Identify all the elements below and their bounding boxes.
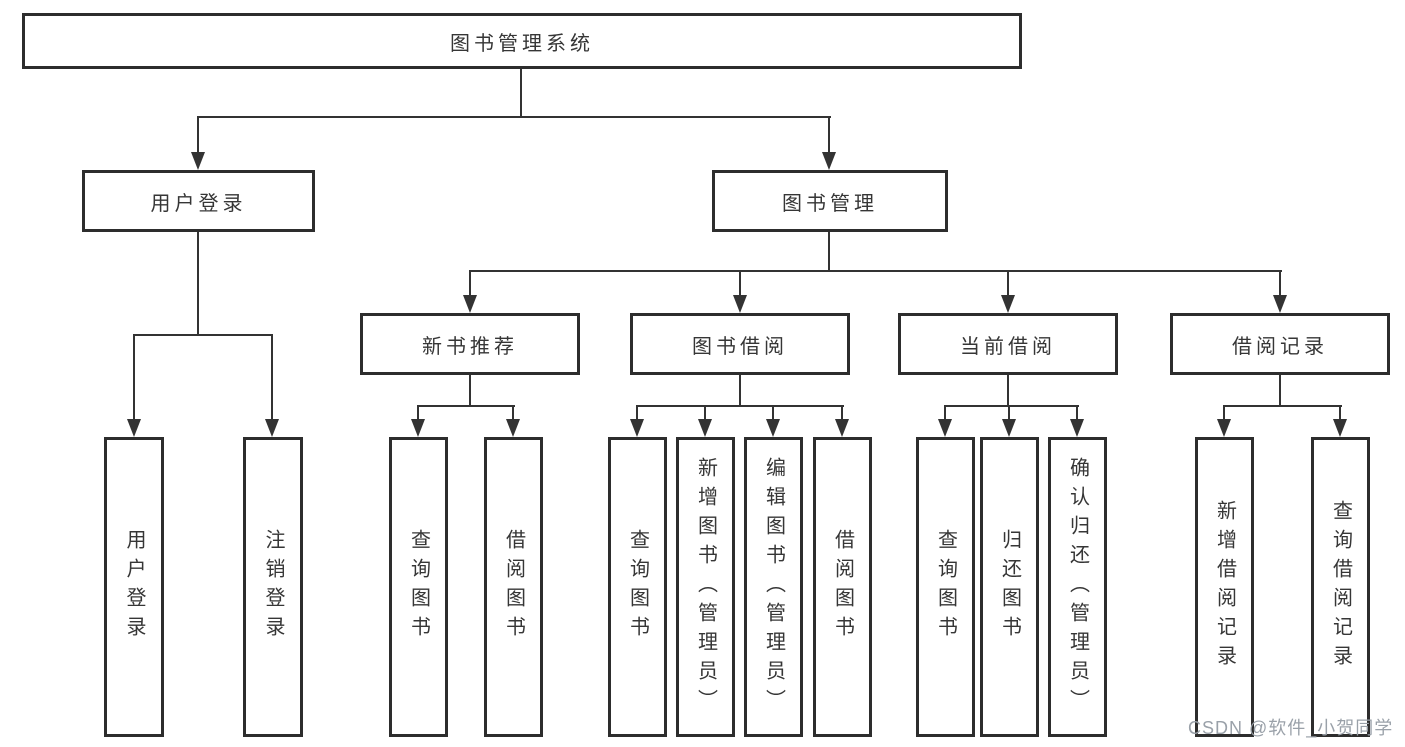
down-arrow-icon	[1002, 419, 1016, 437]
connector-line	[1223, 405, 1225, 419]
node-login: 用户登录	[104, 437, 164, 737]
down-arrow-icon	[265, 419, 279, 437]
down-arrow-icon	[1217, 419, 1231, 437]
node-add-borrow-record: 新增借阅记录	[1195, 437, 1254, 737]
node-logout: 注销登录	[243, 437, 303, 737]
connector-line	[1279, 270, 1281, 295]
connector-line	[828, 116, 830, 152]
node-add-borrow-record-label: 新增借阅记录	[1213, 500, 1236, 674]
connector-line	[1076, 405, 1078, 419]
down-arrow-icon	[506, 419, 520, 437]
connector-line	[512, 405, 514, 419]
down-arrow-icon	[822, 152, 836, 170]
csdn-watermark: CSDN @软件_小贺同学	[1188, 718, 1394, 738]
down-arrow-icon	[411, 419, 425, 437]
connector-line	[944, 405, 1079, 407]
node-login-label: 用户登录	[123, 529, 145, 645]
node-logout-label: 注销登录	[262, 529, 284, 645]
down-arrow-icon	[630, 419, 644, 437]
down-arrow-icon	[127, 419, 141, 437]
connector-line	[841, 405, 843, 419]
connector-line	[469, 270, 1282, 272]
node-return-books: 归还图书	[980, 437, 1039, 737]
node-borrow-books-1: 借阅图书	[484, 437, 543, 737]
down-arrow-icon	[835, 419, 849, 437]
connector-line	[704, 405, 706, 419]
node-confirm-return-admin: 确认归还（管理员）	[1048, 437, 1107, 737]
node-return-books-label: 归还图书	[998, 529, 1021, 645]
connector-line	[417, 405, 419, 419]
connector-line	[1007, 270, 1009, 295]
node-query-books-3: 查询图书	[916, 437, 975, 737]
node-user-login-label: 用户登录	[150, 192, 247, 215]
down-arrow-icon	[766, 419, 780, 437]
node-new-book-recommend: 新书推荐	[360, 313, 580, 375]
node-add-book-admin-label: 新增图书（管理员）	[694, 456, 717, 718]
node-add-book-admin: 新增图书（管理员）	[676, 437, 735, 737]
connector-line	[772, 405, 774, 419]
down-arrow-icon	[1070, 419, 1084, 437]
node-query-borrow-record: 查询借阅记录	[1311, 437, 1370, 737]
down-arrow-icon	[1273, 295, 1287, 313]
connector-line	[417, 405, 515, 407]
node-confirm-return-admin-label: 确认归还（管理员）	[1066, 456, 1089, 718]
node-borrowing-records-label: 借阅记录	[1232, 335, 1328, 358]
connector-line	[520, 69, 522, 117]
down-arrow-icon	[733, 295, 747, 313]
node-borrowing-records: 借阅记录	[1170, 313, 1390, 375]
connector-line	[1339, 405, 1341, 419]
node-query-books-3-label: 查询图书	[934, 529, 957, 645]
connector-line	[197, 232, 199, 335]
connector-line	[739, 375, 741, 406]
node-edit-book-admin: 编辑图书（管理员）	[744, 437, 803, 737]
connector-line	[1223, 405, 1342, 407]
connector-line	[944, 405, 946, 419]
node-book-management-label: 图书管理	[782, 192, 878, 215]
down-arrow-icon	[1001, 295, 1015, 313]
node-query-borrow-record-label: 查询借阅记录	[1329, 500, 1352, 674]
down-arrow-icon	[191, 152, 205, 170]
node-query-books-1-label: 查询图书	[407, 529, 430, 645]
connector-line	[1007, 375, 1009, 406]
node-new-book-recommend-label: 新书推荐	[422, 335, 518, 358]
node-book-borrowing: 图书借阅	[630, 313, 850, 375]
connector-line	[739, 270, 741, 295]
connector-line	[1008, 405, 1010, 419]
node-borrow-books-2-label: 借阅图书	[831, 529, 854, 645]
connector-line	[469, 375, 471, 406]
connector-line	[828, 232, 830, 271]
node-query-books-2: 查询图书	[608, 437, 667, 737]
node-edit-book-admin-label: 编辑图书（管理员）	[762, 456, 785, 718]
connector-line	[133, 334, 135, 419]
node-book-management: 图书管理	[712, 170, 948, 232]
connector-line	[636, 405, 844, 407]
node-current-borrowing: 当前借阅	[898, 313, 1118, 375]
down-arrow-icon	[463, 295, 477, 313]
node-query-books-2-label: 查询图书	[626, 529, 649, 645]
connector-line	[469, 270, 471, 295]
node-query-books-1: 查询图书	[389, 437, 448, 737]
node-user-login: 用户登录	[82, 170, 315, 232]
node-book-borrowing-label: 图书借阅	[692, 335, 788, 358]
connector-line	[197, 116, 199, 152]
connector-line	[133, 334, 273, 336]
node-current-borrowing-label: 当前借阅	[960, 335, 1056, 358]
node-borrow-books-2: 借阅图书	[813, 437, 872, 737]
connector-line	[636, 405, 638, 419]
node-borrow-books-1-label: 借阅图书	[502, 529, 525, 645]
down-arrow-icon	[1333, 419, 1347, 437]
down-arrow-icon	[698, 419, 712, 437]
connector-line	[1279, 375, 1281, 406]
node-root: 图书管理系统	[22, 13, 1022, 69]
connector-line	[197, 116, 831, 118]
connector-line	[271, 334, 273, 419]
node-root-label: 图书管理系统	[450, 32, 594, 55]
down-arrow-icon	[938, 419, 952, 437]
